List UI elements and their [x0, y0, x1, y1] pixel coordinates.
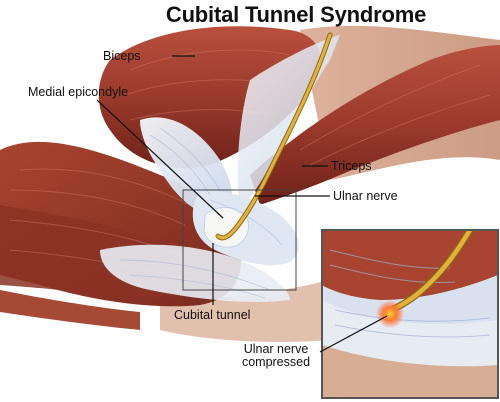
leader-lines	[96, 55, 388, 353]
inset-border	[321, 229, 499, 399]
label-triceps: Triceps	[331, 159, 372, 173]
inset-detail	[322, 230, 498, 398]
compression-glow	[376, 300, 404, 328]
aponeurosis	[100, 244, 290, 302]
label-medial-epicondyle: Medial epicondyle	[28, 85, 129, 99]
leader-medial-epicondyle	[96, 99, 224, 219]
page-title: Cubital Tunnel Syndrome	[165, 2, 427, 27]
ulnar-nerve-core	[216, 33, 332, 240]
label-cubital-tunnel: Cubital tunnel	[174, 308, 251, 322]
label-compressed-line2: compressed	[241, 355, 311, 369]
triceps-muscle	[250, 45, 500, 205]
label-ulnar-nerve-compressed: Ulnar nerve compressed	[230, 343, 322, 369]
label-compressed-line1: Ulnar nerve	[243, 342, 309, 356]
leader-compressed	[319, 315, 388, 353]
tendon-fibers	[119, 127, 283, 299]
forearm-muscles-bottom	[0, 290, 140, 330]
zoom-box	[182, 189, 297, 291]
label-ulnar-nerve: Ulnar nerve	[333, 189, 398, 203]
label-biceps: Biceps	[103, 49, 141, 63]
muscle-striations	[9, 49, 491, 281]
